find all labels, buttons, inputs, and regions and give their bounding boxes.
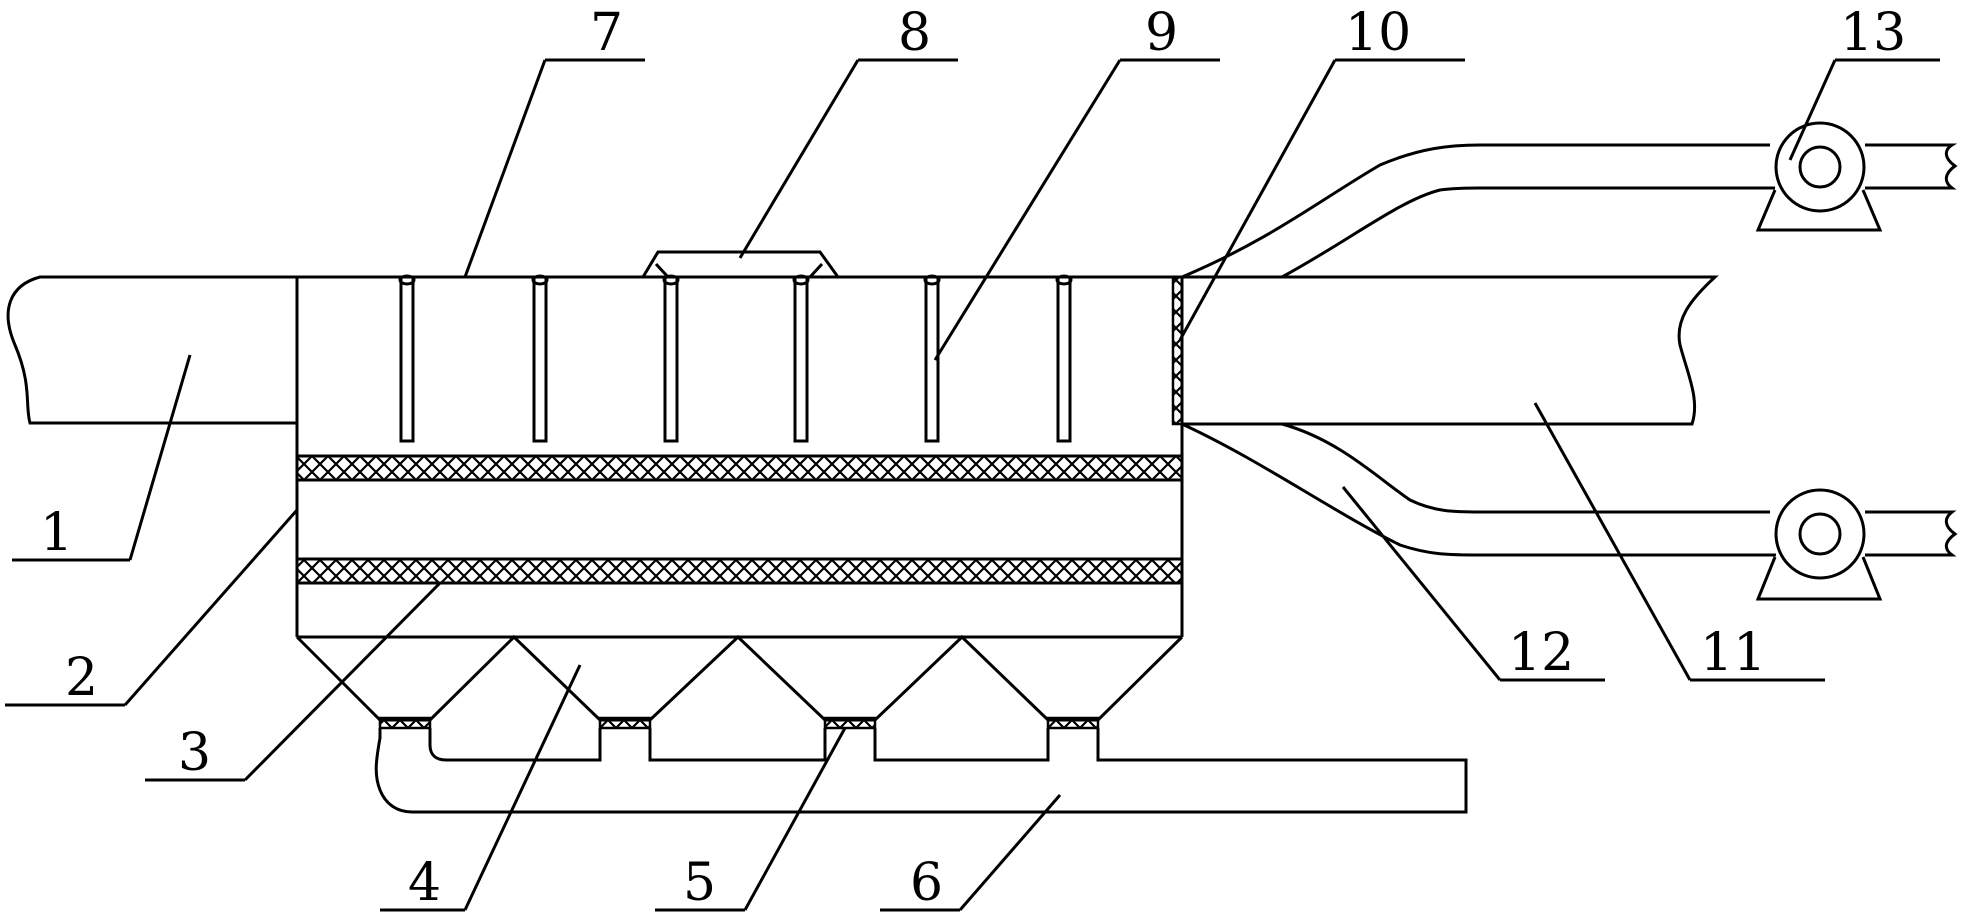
spray-pipe	[532, 275, 548, 443]
inlet-duct	[6, 275, 297, 425]
valve	[1046, 716, 1100, 730]
fan-lower	[1755, 488, 1883, 601]
collection-pipe	[374, 728, 1468, 814]
label-5: 5	[683, 853, 716, 913]
label-2: 2	[65, 648, 98, 708]
valve	[823, 716, 877, 730]
filter-layer-lower	[295, 557, 1184, 585]
discharge-valves	[378, 716, 1100, 730]
label-7: 7	[590, 3, 623, 63]
top-hatch	[641, 250, 840, 279]
valve	[598, 716, 652, 730]
leader-lines	[5, 58, 1940, 912]
label-3: 3	[178, 723, 211, 783]
label-1: 1	[40, 503, 73, 563]
spray-pipe	[793, 275, 809, 443]
label-4: 4	[408, 853, 441, 913]
outlet-demister	[1171, 275, 1184, 426]
spray-pipe	[663, 275, 679, 443]
label-12: 12	[1508, 623, 1574, 683]
spray-pipe	[1056, 275, 1072, 443]
part-labels: 1 2 3 4 5 6 7 8 9 10 11 12 13	[40, 3, 1906, 913]
label-10: 10	[1345, 3, 1411, 63]
spray-pipe	[399, 275, 415, 443]
exhaust-fans	[1755, 121, 1883, 601]
label-6: 6	[910, 853, 943, 913]
valve	[378, 716, 432, 730]
exhaust-branch-pipes	[1181, 143, 1958, 557]
outlet-duct	[1182, 275, 1719, 426]
label-9: 9	[1145, 3, 1178, 63]
label-11: 11	[1700, 623, 1766, 683]
spray-pipes	[398, 274, 1073, 443]
label-8: 8	[898, 3, 931, 63]
filter-layer-upper	[295, 454, 1184, 482]
collection-hoppers	[295, 634, 1184, 722]
label-13: 13	[1840, 3, 1906, 63]
fan-upper	[1755, 121, 1883, 232]
filter-layers	[295, 454, 1184, 585]
